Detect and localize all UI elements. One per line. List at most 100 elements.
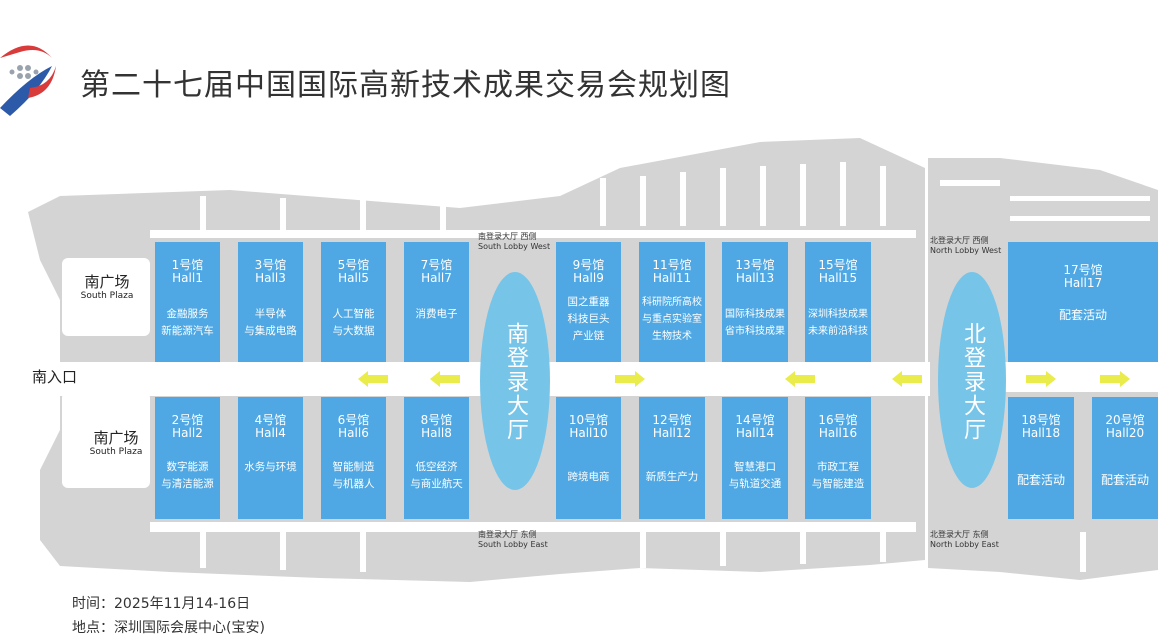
arrow-left-icon	[358, 371, 388, 387]
hall-number-en: Hall20	[1105, 426, 1145, 440]
arrow-right-icon	[1100, 371, 1130, 387]
arrow-left-icon	[892, 371, 922, 387]
hall-number-en: Hall2	[172, 426, 203, 440]
hall-number: 17号馆	[1063, 263, 1103, 277]
plaza-name: 南广场	[93, 429, 139, 447]
arrow-right-icon	[1026, 371, 1056, 387]
hall-theme: 国际科技成果 省市科技成果	[725, 309, 785, 337]
hall-number: 2号馆	[171, 413, 204, 427]
hall-number-en: Hall14	[735, 426, 775, 440]
hall-1[interactable]: 1号馆 Hall1 金融服务 新能源汽车	[155, 242, 220, 362]
hall-10[interactable]: 10号馆 Hall10 跨境电商	[556, 397, 621, 519]
hall-number-en: Hall11	[652, 271, 692, 285]
hall-theme: 低空经济 与商业航天	[410, 461, 463, 490]
hall-number-en: Hall1	[172, 271, 203, 285]
hall-number-en: Hall5	[338, 271, 369, 285]
hall-number: 12号馆	[652, 413, 692, 427]
hall-theme: 科研院所高校 与重点实验室 生物技术	[642, 297, 702, 342]
hall-theme: 配套活动	[1016, 473, 1065, 487]
south-entrance-label: 南入口	[32, 368, 78, 386]
hall-4[interactable]: 4号馆 Hall4 水务与环境	[238, 397, 303, 519]
hall-number: 16号馆	[818, 413, 858, 427]
fair-logo-icon	[0, 45, 56, 116]
hall-number: 18号馆	[1021, 413, 1061, 427]
hall-number-en: Hall16	[818, 426, 858, 440]
hall-number-en: Hall18	[1021, 426, 1061, 440]
label-en: North Lobby West	[930, 246, 1002, 255]
north-lobby[interactable]: 北登录大厅	[938, 272, 1006, 488]
north-lobby-west-label: 北登录大厅 西侧 North Lobby West	[930, 236, 1001, 256]
hall-12[interactable]: 12号馆 Hall12 新质生产力	[639, 397, 705, 519]
hall-number-en: Hall9	[573, 271, 604, 285]
event-time: 时间：2025年11月14-16日	[72, 596, 251, 612]
hall-theme: 人工智能 与大数据	[332, 308, 375, 337]
hall-5[interactable]: 5号馆 Hall5 人工智能 与大数据	[321, 242, 386, 362]
hall-theme: 深圳科技成果 未来前沿科技	[808, 309, 868, 337]
hall-theme: 水务与环境	[244, 461, 297, 473]
hall-8[interactable]: 8号馆 Hall8 低空经济 与商业航天	[404, 397, 469, 519]
hall-theme: 半导体 与集成电路	[244, 308, 297, 337]
hall-theme: 数字能源 与清洁能源	[161, 461, 214, 490]
hall-16[interactable]: 16号馆 Hall16 市政工程 与智能建造	[805, 397, 871, 519]
hall-13[interactable]: 13号馆 Hall13 国际科技成果 省市科技成果	[722, 242, 788, 362]
hall-number: 9号馆	[572, 258, 605, 272]
page-title: 第二十七届中国国际高新技术成果交易会规划图	[80, 68, 731, 103]
hall-number: 20号馆	[1105, 413, 1145, 427]
label-cn: 北登录大厅 东侧	[930, 530, 989, 539]
hall-number: 13号馆	[735, 258, 775, 272]
hall-3[interactable]: 3号馆 Hall3 半导体 与集成电路	[238, 242, 303, 362]
hall-number: 5号馆	[337, 258, 370, 272]
hall-20[interactable]: 20号馆 Hall20 配套活动	[1092, 397, 1158, 519]
label-cn: 北登录大厅 西侧	[930, 236, 989, 245]
hall-number: 3号馆	[254, 258, 287, 272]
hall-number-en: Hall12	[652, 426, 692, 440]
hall-7[interactable]: 7号馆 Hall7 消费电子	[404, 242, 469, 362]
hall-number: 7号馆	[420, 258, 453, 272]
hall-theme: 智慧港口 与轨道交通	[728, 461, 782, 490]
hall-17[interactable]: 17号馆 Hall17 配套活动	[1008, 242, 1158, 362]
label-en: South Lobby East	[478, 540, 548, 549]
hall-theme: 消费电子	[415, 308, 458, 320]
hall-9[interactable]: 9号馆 Hall9 国之重器 科技巨头 产业链	[556, 242, 621, 362]
event-info: 时间：2025年11月14-16日 地点：深圳国际会展中心(宝安)	[72, 592, 265, 640]
south-lobby[interactable]: 南登录大厅	[480, 272, 550, 490]
hall-number: 1号馆	[171, 258, 204, 272]
hall-number: 11号馆	[652, 258, 692, 272]
hall-6[interactable]: 6号馆 Hall6 智能制造 与机器人	[321, 397, 386, 519]
hall-theme: 配套活动	[1058, 308, 1107, 322]
label-en: North Lobby East	[930, 540, 999, 549]
label-en: South Lobby West	[478, 242, 551, 251]
arrow-right-icon	[615, 371, 645, 387]
event-place: 地点：深圳国际会展中心(宝安)	[72, 620, 265, 636]
hall-18[interactable]: 18号馆 Hall18 配套活动	[1008, 397, 1074, 519]
plaza-name: 南广场	[84, 273, 130, 291]
hall-14[interactable]: 14号馆 Hall14 智慧港口 与轨道交通	[722, 397, 788, 519]
label-cn: 南登录大厅 东侧	[478, 530, 537, 539]
north-lobby-name: 北登录大厅	[960, 322, 985, 442]
hall-number: 4号馆	[254, 413, 287, 427]
hall-theme: 市政工程 与智能建造	[811, 461, 865, 490]
hall-15[interactable]: 15号馆 Hall15 深圳科技成果 未来前沿科技	[805, 242, 871, 362]
hall-number: 8号馆	[420, 413, 453, 427]
hall-number-en: Hall4	[255, 426, 286, 440]
hall-number-en: Hall3	[255, 271, 286, 285]
hall-11[interactable]: 11号馆 Hall11 科研院所高校 与重点实验室 生物技术	[639, 242, 705, 362]
south-lobby-west-label: 南登录大厅 西侧 South Lobby West	[478, 232, 550, 252]
hall-number-en: Hall6	[338, 426, 369, 440]
hall-number-en: Hall13	[735, 271, 775, 285]
plaza-name-en: South Plaza	[89, 447, 143, 457]
south-lobby-east-label: 南登录大厅 东侧 South Lobby East	[478, 530, 548, 550]
arrow-left-icon	[430, 371, 460, 387]
hall-number-en: Hall17	[1063, 276, 1103, 290]
hall-number: 15号馆	[818, 258, 858, 272]
north-lobby-east-label: 北登录大厅 东侧 North Lobby East	[930, 530, 999, 550]
hall-theme: 配套活动	[1100, 473, 1149, 487]
hall-theme: 智能制造 与机器人	[332, 461, 375, 490]
hall-number-en: Hall10	[569, 426, 608, 440]
hall-number-en: Hall7	[421, 271, 452, 285]
hall-number-en: Hall8	[421, 426, 452, 440]
hall-2[interactable]: 2号馆 Hall2 数字能源 与清洁能源	[155, 397, 220, 519]
hall-theme: 新质生产力	[645, 471, 699, 483]
south-plaza-lower: 南广场 South Plaza	[85, 429, 147, 458]
arrow-left-icon	[785, 371, 815, 387]
